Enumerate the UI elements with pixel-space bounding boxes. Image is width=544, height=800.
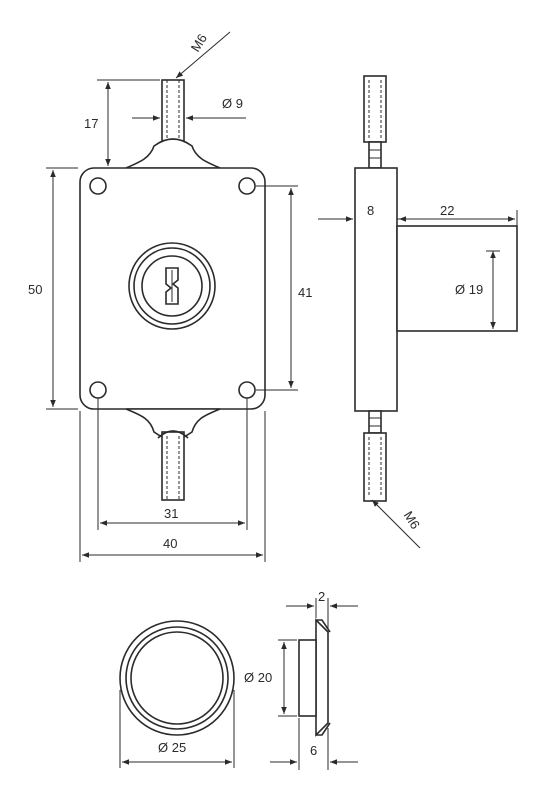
key-cylinder bbox=[128, 242, 216, 330]
dim-hole-spacing-horizontal: 31 bbox=[97, 398, 248, 530]
dim-body-height: 50 bbox=[28, 167, 78, 410]
dim-label-31: 31 bbox=[164, 506, 178, 521]
keyhole-icon bbox=[165, 267, 179, 305]
dim-thread-bottom: M6 bbox=[371, 499, 423, 549]
dim-hole-spacing-vertical: 41 bbox=[256, 185, 312, 391]
dim-label-dia-19: Ø 19 bbox=[455, 282, 483, 297]
rosette-side-view: 2 Ø 20 6 bbox=[244, 589, 358, 770]
dim-label-dia-25: Ø 25 bbox=[158, 740, 186, 755]
dim-cylinder-length: 22 bbox=[399, 203, 518, 226]
dim-side-thickness: 8 bbox=[318, 200, 399, 226]
screw-hole-top-left bbox=[89, 177, 107, 195]
rosette-front-view: Ø 25 bbox=[119, 620, 235, 768]
dim-rosette-outer-diameter: Ø 25 bbox=[119, 690, 235, 768]
dim-pin-diameter: Ø 9 bbox=[132, 96, 246, 121]
dim-label-50: 50 bbox=[28, 282, 42, 297]
dim-label-40: 40 bbox=[163, 536, 177, 551]
dim-label-m6-bottom: M6 bbox=[401, 508, 423, 531]
dim-rosette-inner-diameter: Ø 20 bbox=[244, 639, 297, 717]
dim-rosette-depth: 6 bbox=[270, 718, 358, 770]
dim-label-8: 8 bbox=[367, 203, 374, 218]
dim-label-17: 17 bbox=[84, 116, 98, 131]
dim-label-41: 41 bbox=[298, 285, 312, 300]
dim-label-dia-20: Ø 20 bbox=[244, 670, 272, 685]
dim-label-22: 22 bbox=[440, 203, 454, 218]
front-view: 17 M6 Ø 9 50 41 bbox=[28, 31, 312, 562]
side-body bbox=[354, 167, 398, 412]
dim-label-dia-9: Ø 9 bbox=[222, 96, 243, 111]
side-cylinder bbox=[396, 225, 518, 332]
dim-body-width: 40 bbox=[79, 411, 266, 562]
dim-top-pin-height: 17 bbox=[84, 79, 160, 169]
dim-label-6: 6 bbox=[310, 743, 317, 758]
dim-cylinder-diameter: Ø 19 bbox=[455, 250, 500, 329]
dim-label-2: 2 bbox=[318, 589, 325, 604]
screw-hole-top-right bbox=[238, 177, 256, 195]
top-pin bbox=[125, 79, 221, 169]
dim-label-m6-top: M6 bbox=[188, 31, 210, 54]
dim-rosette-thickness: 2 bbox=[286, 589, 358, 628]
bottom-pin bbox=[125, 408, 221, 501]
dim-thread-top: M6 bbox=[175, 31, 231, 79]
side-view: 8 22 Ø 19 M6 bbox=[318, 75, 518, 549]
